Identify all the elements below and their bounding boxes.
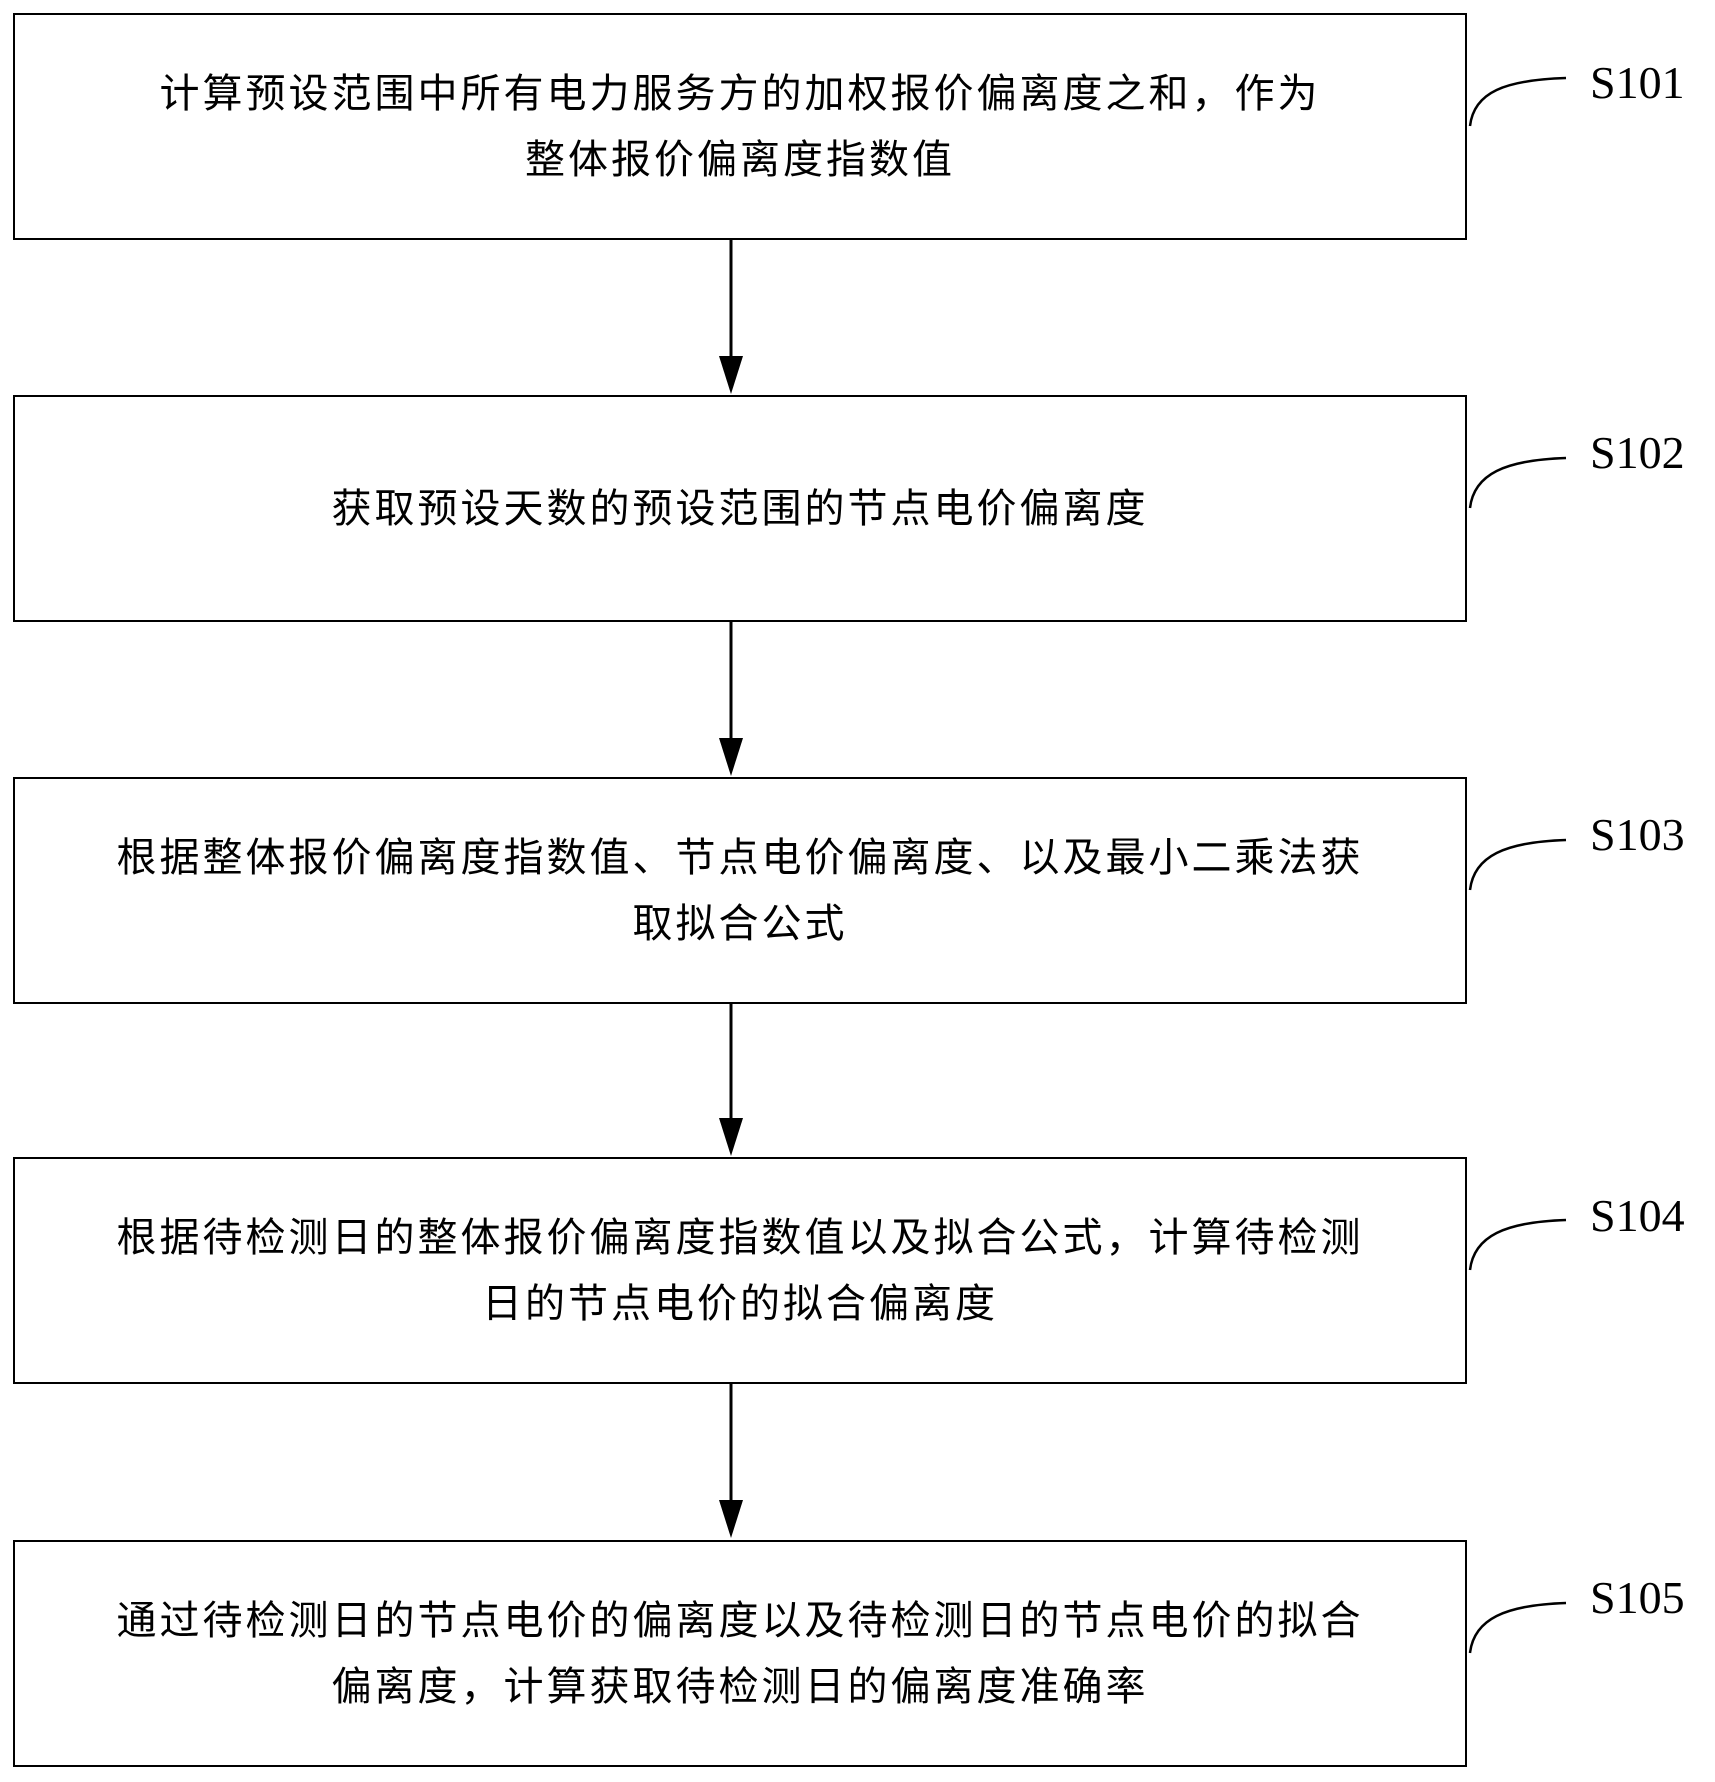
step-label-s103: S103	[1590, 809, 1685, 860]
step-box-s101: 计算预设范围中所有电力服务方的加权报价偏离度之和，作为 整体报价偏离度指数值	[13, 13, 1467, 240]
step-box-s103: 根据整体报价偏离度指数值、节点电价偏离度、以及最小二乘法获 取拟合公式	[13, 777, 1467, 1004]
step-text-s102: 获取预设天数的预设范围的节点电价偏离度	[331, 485, 1149, 532]
arrow-s102-to-s103	[719, 622, 743, 776]
step-label-s102: S102	[1590, 427, 1685, 478]
arrow-s101-to-s102	[719, 240, 743, 394]
step-text-s101: 计算预设范围中所有电力服务方的加权报价偏离度之和，作为 整体报价偏离度指数值	[159, 70, 1321, 183]
leader-line-s103	[1468, 838, 1567, 891]
step-box-s102: 获取预设天数的预设范围的节点电价偏离度	[13, 395, 1467, 622]
step-label-s105: S105	[1590, 1572, 1685, 1623]
leader-line-s101	[1468, 76, 1567, 127]
step-label-s101: S101	[1590, 57, 1685, 108]
arrow-s103-to-s104	[719, 1004, 743, 1156]
step-text-s105: 通过待检测日的节点电价的偏离度以及待检测日的节点电价的拟合 偏离度，计算获取待检…	[116, 1597, 1364, 1710]
leader-line-s105	[1468, 1601, 1567, 1654]
step-box-s105: 通过待检测日的节点电价的偏离度以及待检测日的节点电价的拟合 偏离度，计算获取待检…	[13, 1540, 1467, 1767]
step-text-s103: 根据整体报价偏离度指数值、节点电价偏离度、以及最小二乘法获 取拟合公式	[116, 834, 1364, 947]
arrow-s104-to-s105	[719, 1384, 743, 1538]
step-box-s104: 根据待检测日的整体报价偏离度指数值以及拟合公式，计算待检测 日的节点电价的拟合偏…	[13, 1157, 1467, 1384]
leader-line-s102	[1468, 456, 1567, 509]
leader-line-s104	[1468, 1218, 1567, 1271]
step-label-s104: S104	[1590, 1190, 1685, 1241]
step-text-s104: 根据待检测日的整体报价偏离度指数值以及拟合公式，计算待检测 日的节点电价的拟合偏…	[116, 1214, 1364, 1327]
